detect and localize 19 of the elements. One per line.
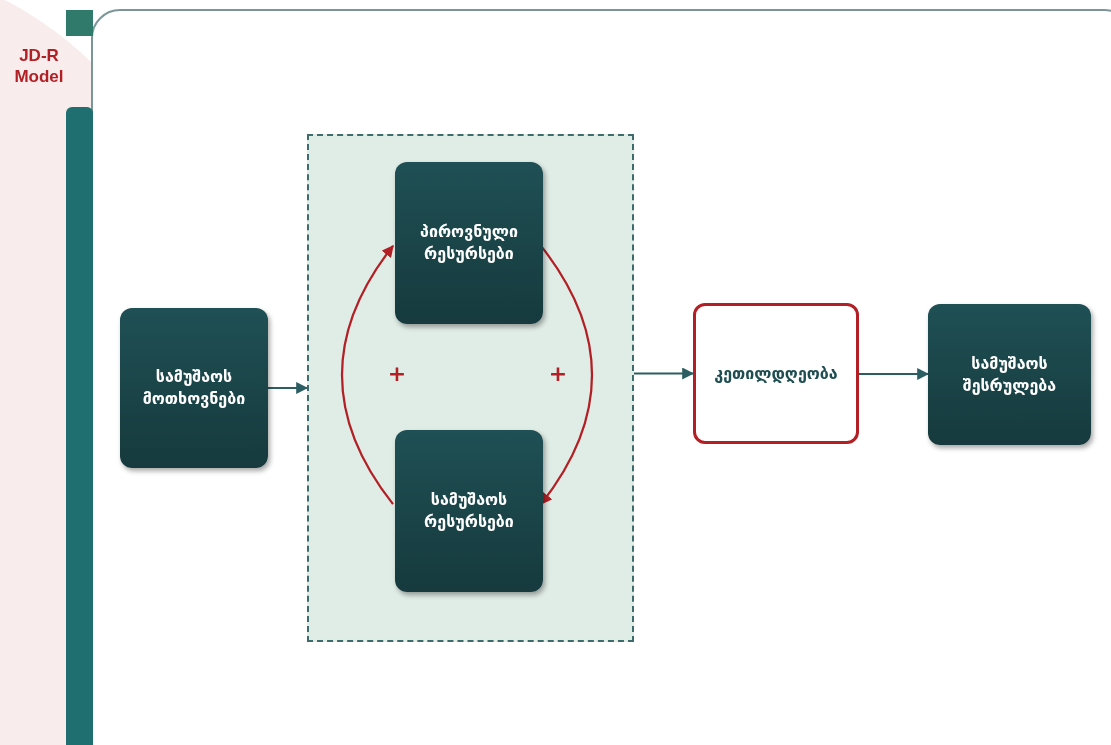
slide-title: JD-R Model [13,45,65,88]
plus-sign: + [548,363,568,385]
plus-sign: + [387,363,407,385]
arrow [634,367,695,380]
process-box [928,304,1091,445]
node-text: სამუშაოს მოთხოვნები [141,366,247,410]
node-text: კეთილდღეობა [714,362,838,385]
arrow [268,382,309,394]
arrow [540,245,593,506]
node-text: პიროვნული რესურსები [419,221,519,265]
process-box [395,430,543,592]
node-text: სამუშაოს შესრულება [961,352,1058,397]
node-text: სამუშაოს რესურსები [423,489,515,533]
process-box [693,303,859,444]
dashed-group-box [307,134,634,642]
process-box [120,308,268,468]
arrow [859,368,930,380]
process-box [395,162,543,324]
arrow [341,244,394,505]
